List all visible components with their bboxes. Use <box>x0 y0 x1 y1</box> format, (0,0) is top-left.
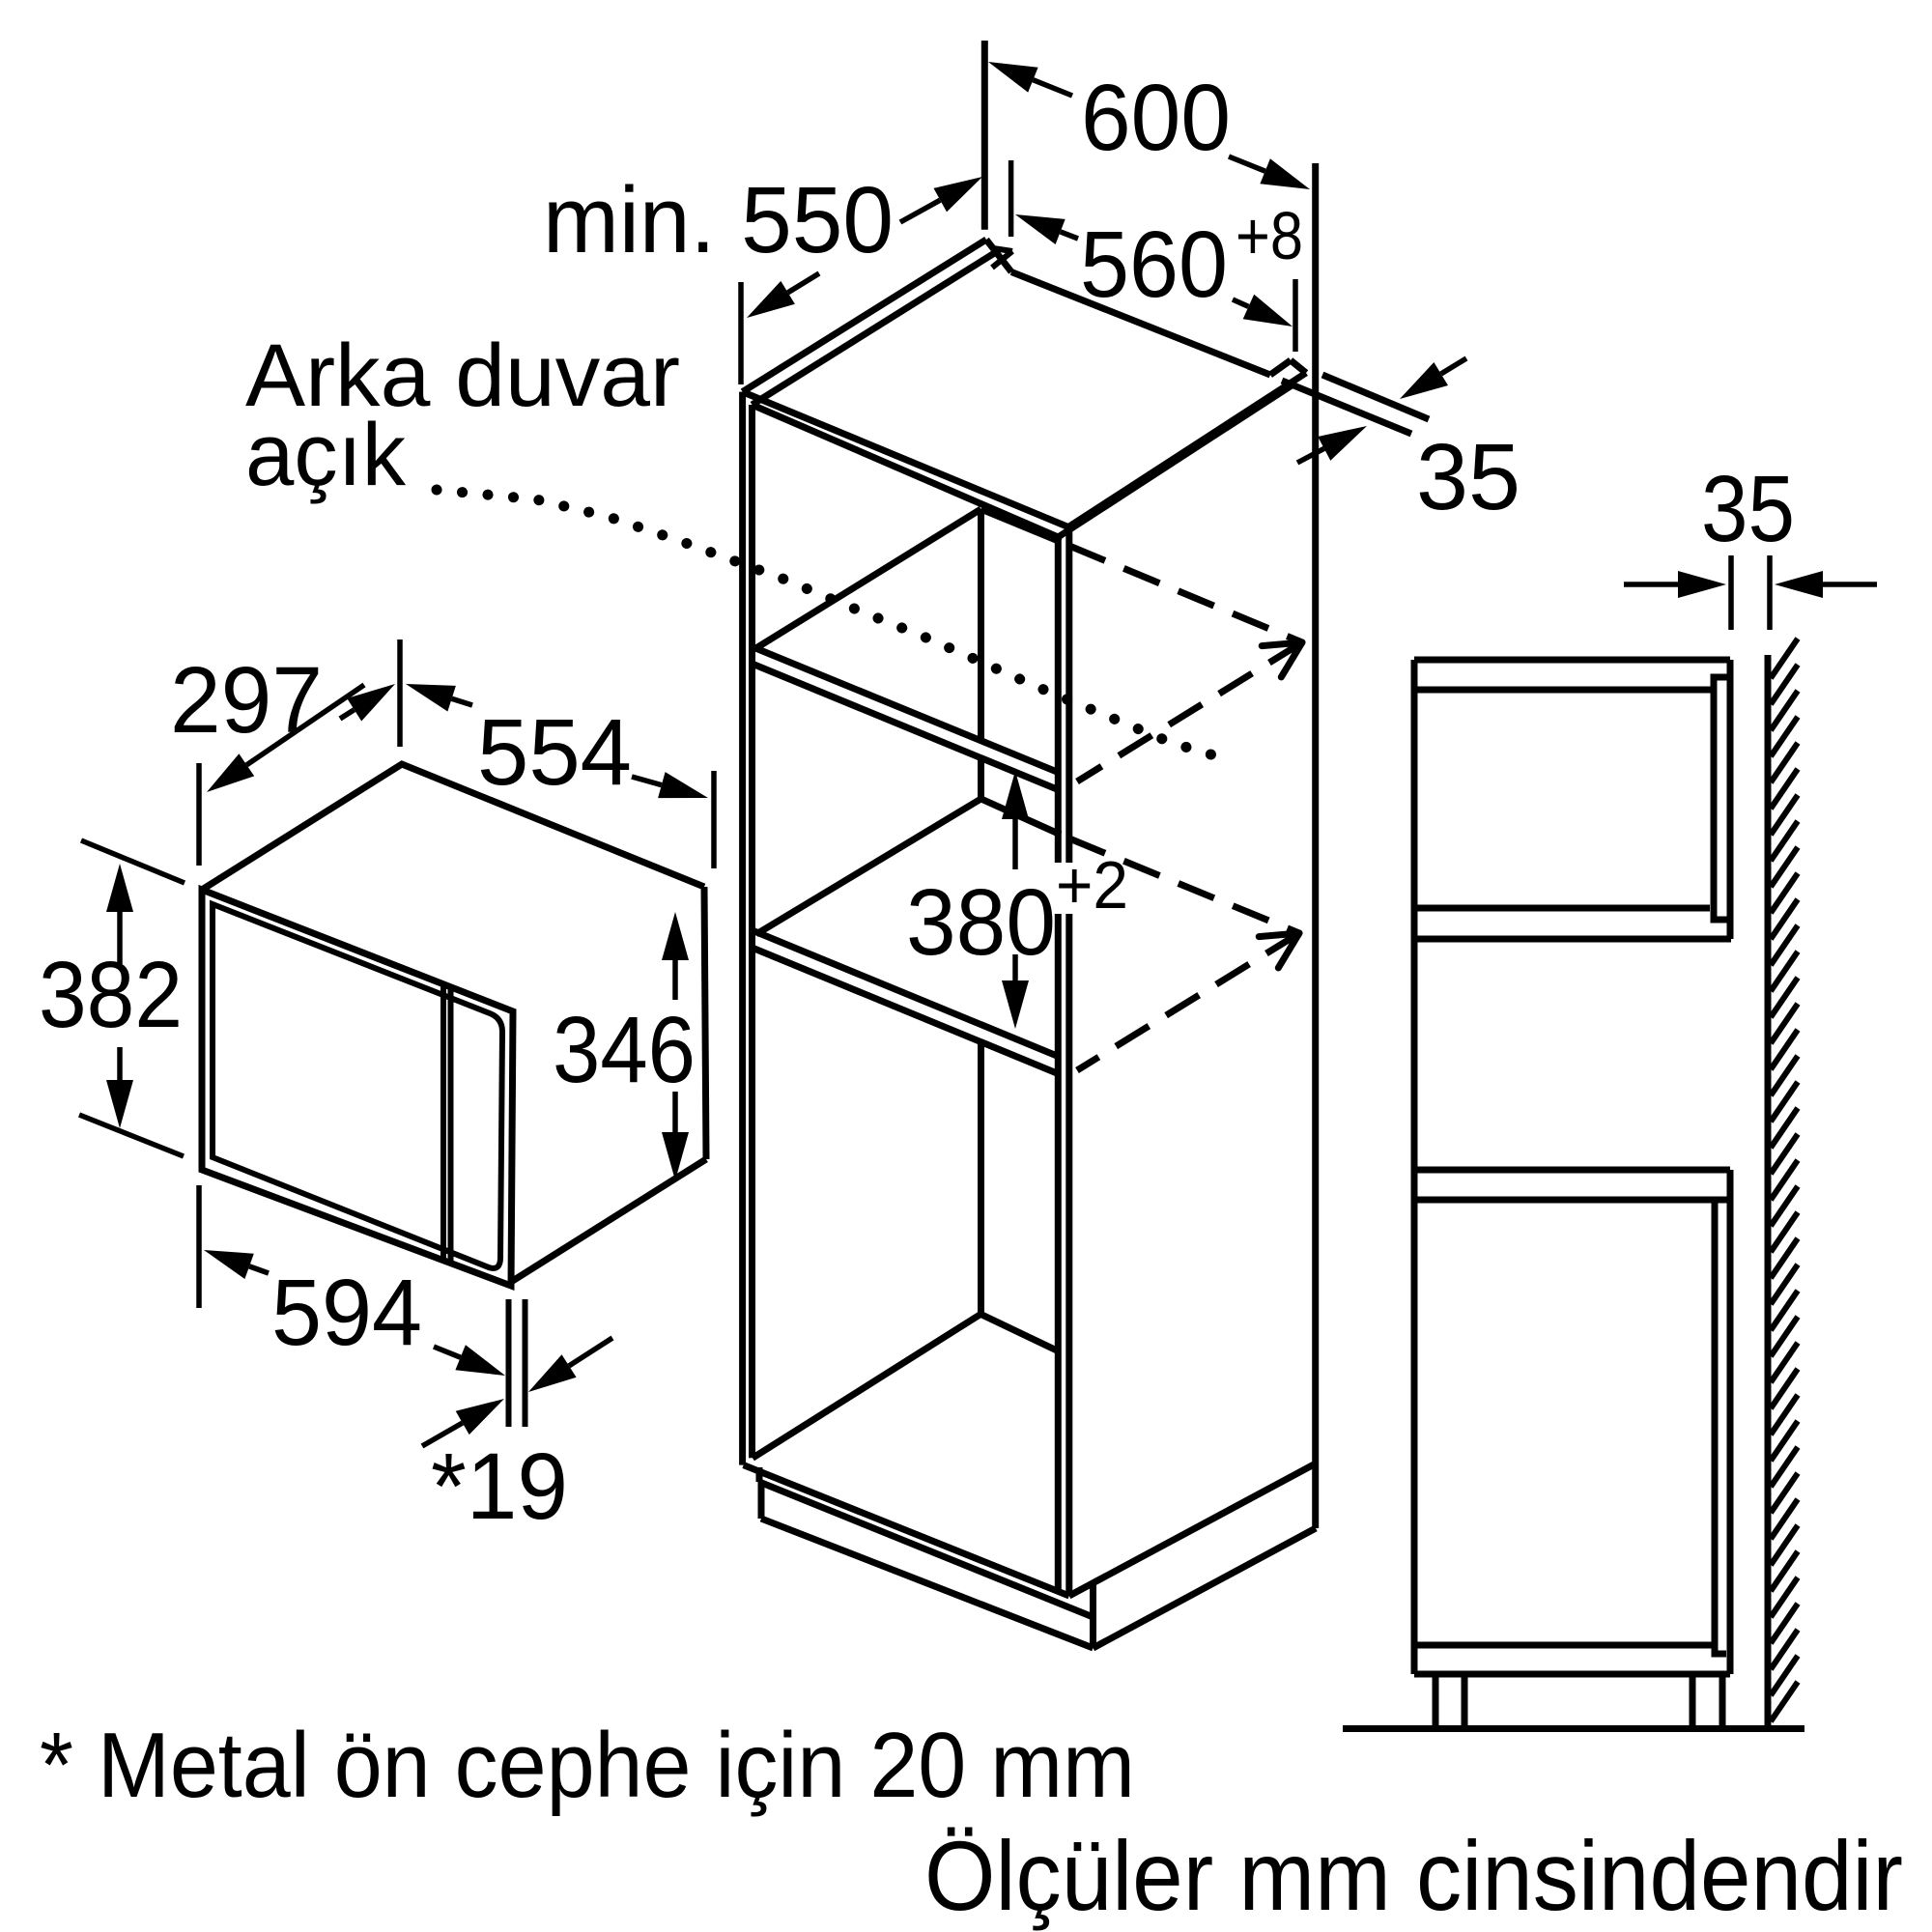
svg-text:Arka duvar: Arka duvar <box>245 327 680 425</box>
svg-text:382: 382 <box>39 942 183 1047</box>
svg-text:Ölçüler mm cinsindendir: Ölçüler mm cinsindendir <box>924 1821 1903 1931</box>
svg-text:560: 560 <box>1080 212 1228 317</box>
svg-text:*19: *19 <box>431 1434 568 1539</box>
svg-text:açık: açık <box>245 406 407 504</box>
svg-text:+2: +2 <box>1056 847 1128 923</box>
svg-text:594: 594 <box>271 1260 422 1365</box>
svg-text:380: 380 <box>906 869 1056 975</box>
svg-text:35: 35 <box>1701 456 1795 561</box>
svg-text:346: 346 <box>553 997 696 1102</box>
svg-text:297: 297 <box>170 647 323 753</box>
svg-text:554: 554 <box>477 699 632 805</box>
svg-text:35: 35 <box>1416 424 1520 529</box>
svg-text:min. 550: min. 550 <box>543 167 894 272</box>
svg-text:* Metal ön cephe için 20 mm: * Metal ön cephe için 20 mm <box>40 1714 1135 1817</box>
svg-text:+8: +8 <box>1236 198 1303 273</box>
svg-text:600: 600 <box>1081 65 1231 170</box>
